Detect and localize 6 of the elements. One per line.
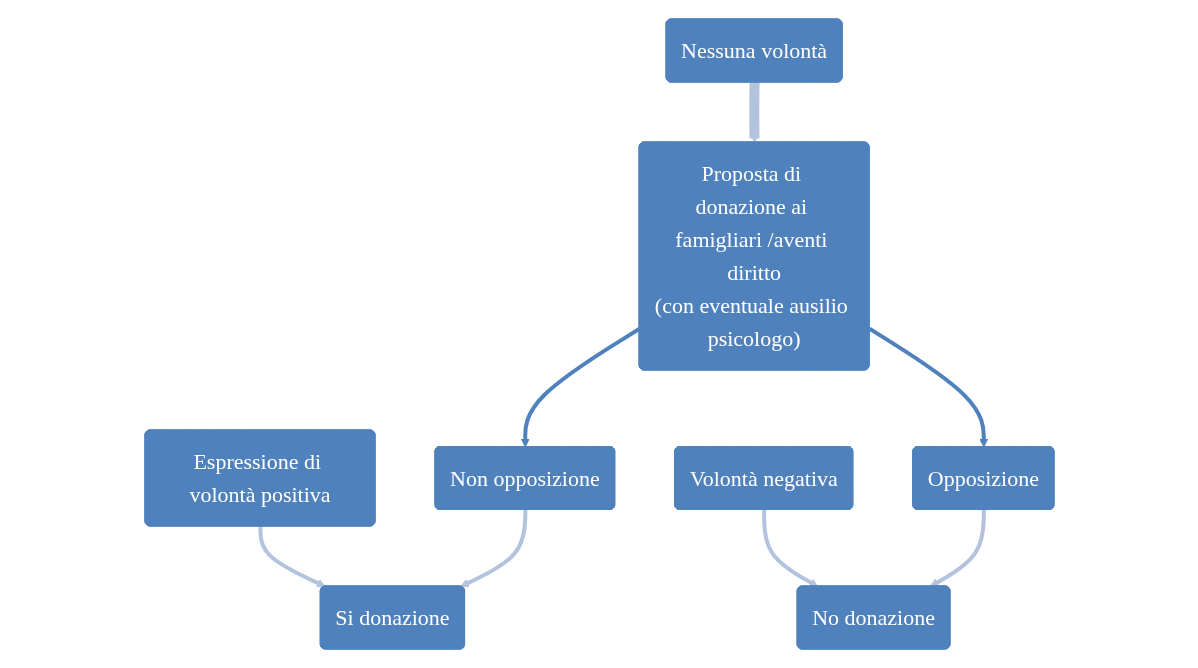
arrow	[868, 327, 988, 448]
arrow	[761, 509, 818, 587]
arrow	[459, 509, 527, 588]
arrow	[257, 526, 326, 588]
arrow	[929, 509, 986, 587]
arrow	[748, 82, 760, 143]
